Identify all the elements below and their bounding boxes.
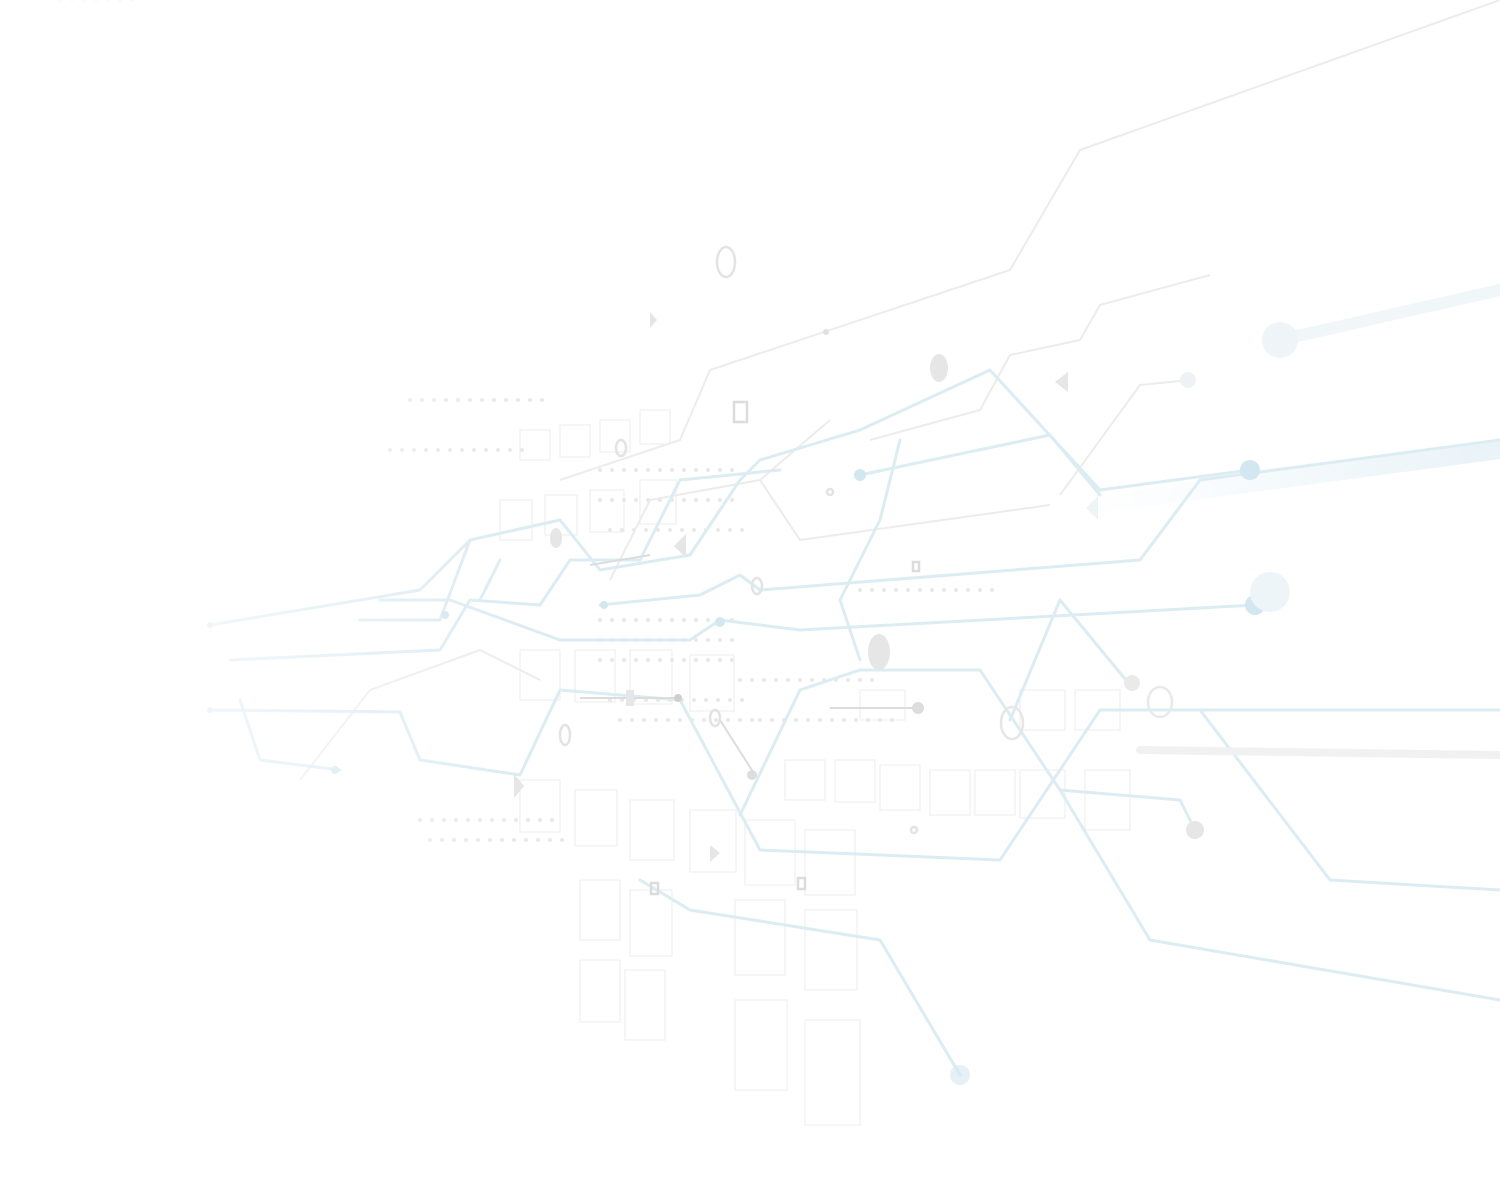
circuit-board-background bbox=[0, 0, 1500, 1200]
left-fade bbox=[0, 0, 1500, 1200]
